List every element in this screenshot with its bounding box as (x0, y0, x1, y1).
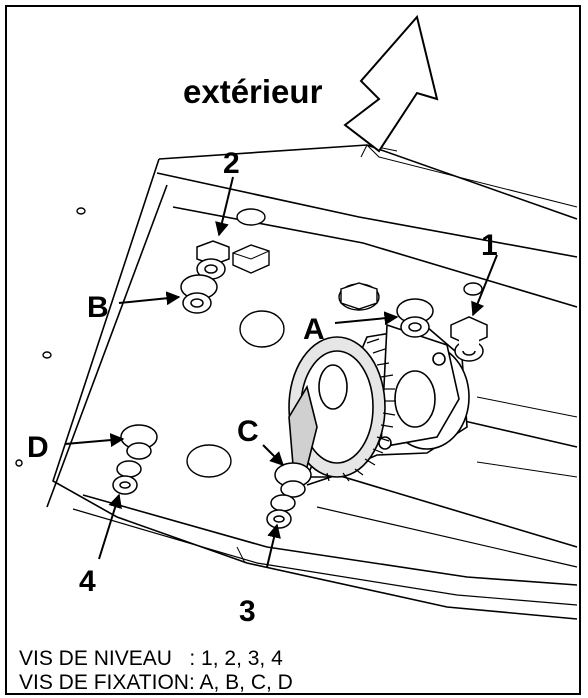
diagram-frame: extérieur 1 2 3 4 A B C D VIS DE NIVEAU … (5, 5, 581, 695)
label-fixing-A: A (303, 313, 325, 346)
legend-fixing-screws: VIS DE FIXATION: A, B, C, D (19, 671, 293, 694)
fixing-screw-D (120, 424, 158, 460)
label-fixing-D: D (27, 431, 49, 464)
level-screw-4 (112, 460, 142, 495)
level-screw-3 (266, 494, 296, 529)
label-fixing-C: C (237, 415, 259, 448)
plate-holes (15, 207, 483, 478)
fixing-screw-A (396, 298, 434, 338)
callout-arrows (64, 176, 498, 568)
label-level-4: 4 (79, 565, 96, 598)
motor-mounting-drawing: extérieur 1 2 3 4 A B C D (15, 14, 578, 628)
exterior-arrow (343, 14, 439, 153)
label-level-3: 3 (239, 595, 256, 628)
exterior-label: extérieur (183, 73, 323, 110)
level-screw-2 (196, 240, 230, 280)
chassis-outline (46, 144, 578, 620)
label-fixing-B: B (87, 291, 109, 324)
label-level-2: 2 (223, 147, 240, 180)
fixing-screw-B (180, 274, 218, 314)
label-level-1: 1 (481, 229, 498, 262)
fixing-screw-C (274, 462, 312, 498)
level-screw-1 (450, 316, 488, 362)
legend-level-screws: VIS DE NIVEAU : 1, 2, 3, 4 (19, 647, 283, 670)
gear-motor (288, 323, 470, 482)
